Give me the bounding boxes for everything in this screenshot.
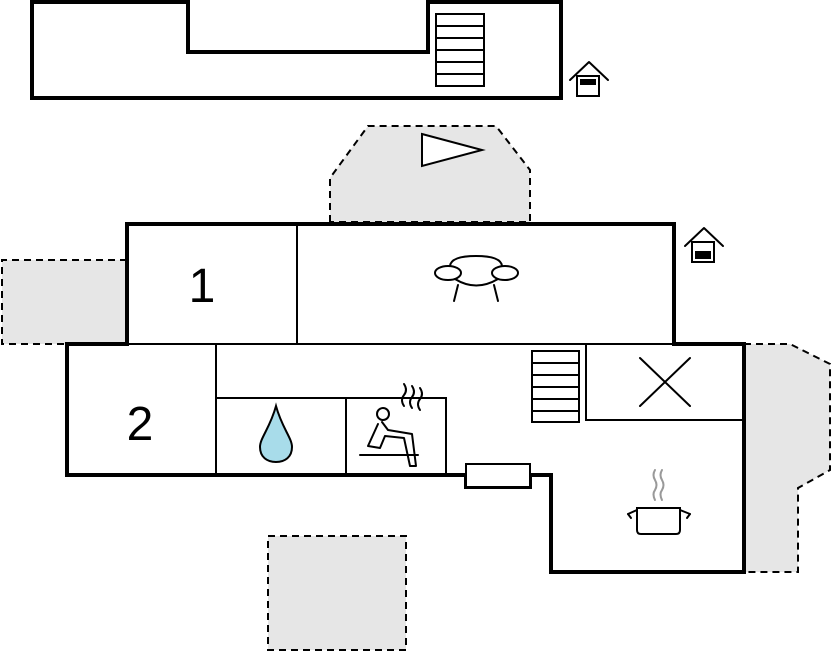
- ground-floor: [65, 222, 746, 574]
- entrance-icon: [684, 227, 724, 263]
- entrance-icon: [569, 61, 609, 97]
- sofa-icon: [434, 255, 519, 302]
- kitchen-pot-icon: [627, 469, 691, 535]
- room-1-label: 1: [189, 260, 216, 313]
- sauna-icon: [359, 383, 423, 467]
- stairs-icon: [531, 350, 580, 423]
- open-space-x-icon: [639, 357, 691, 407]
- interior-walls: [127, 224, 744, 475]
- stairs-icon: [435, 13, 485, 87]
- terrace-left: [1, 259, 128, 345]
- room-2-label: 2: [127, 398, 154, 451]
- upper-floor: [30, 0, 609, 100]
- terrace-bottom: [267, 535, 407, 651]
- upper-floor-walls: [30, 0, 563, 100]
- bathroom-water-drop-icon: [258, 402, 294, 464]
- direction-arrow-icon: [421, 132, 486, 168]
- fireplace-icon: [465, 463, 531, 488]
- terrace-right: [743, 343, 831, 573]
